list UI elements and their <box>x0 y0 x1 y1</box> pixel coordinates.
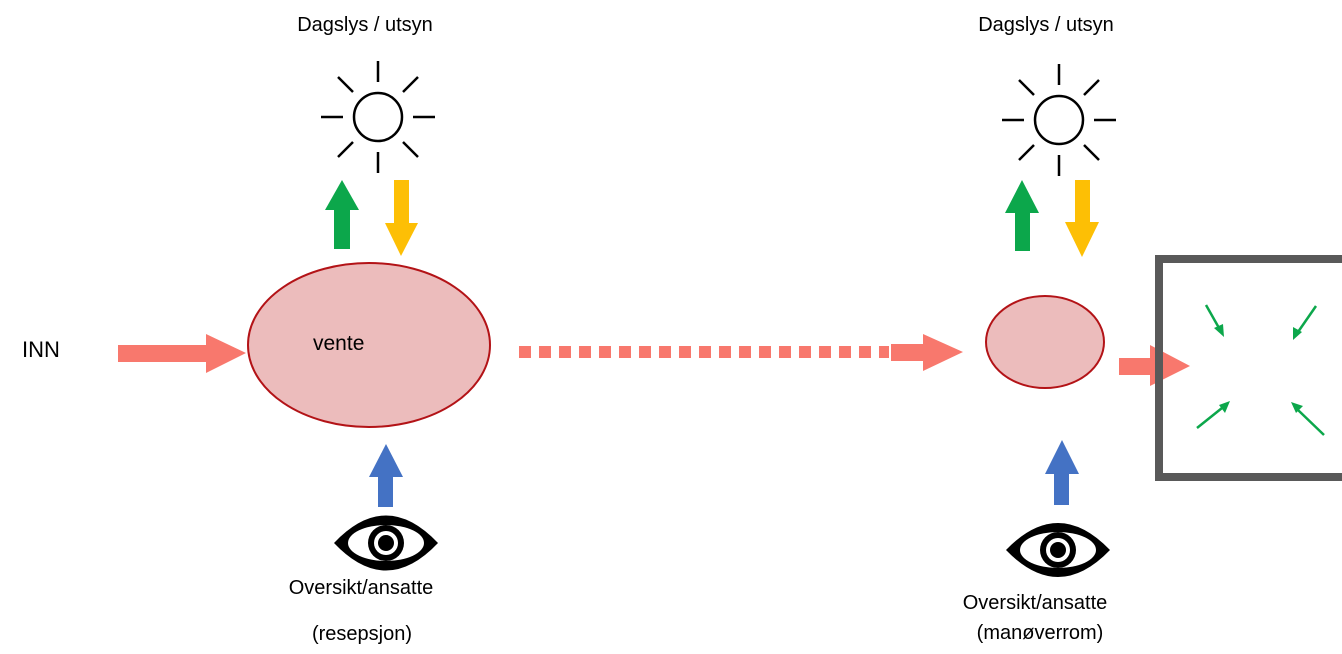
overview-sublabel-left: (resepsjon) <box>311 623 413 645</box>
waiting-area-ellipse <box>247 262 491 428</box>
green-up-arrow <box>325 180 359 249</box>
yellow-down-arrow <box>1065 180 1099 257</box>
daylight-label-right: Dagslys / utsyn <box>978 14 1114 36</box>
overview-label-right: Oversikt/ansatte <box>962 592 1108 614</box>
overview-sublabel-right: (manøverrom) <box>976 622 1104 644</box>
sun-icon <box>1002 64 1116 176</box>
dotted-flow-arrow <box>519 334 963 371</box>
daylight-label-left: Dagslys / utsyn <box>297 14 433 36</box>
room-box <box>1155 255 1342 481</box>
inn-label: INN <box>22 337 60 362</box>
eye-icon <box>334 515 438 571</box>
room-entry-arrow <box>1119 345 1190 386</box>
eye-icon <box>1006 523 1110 577</box>
green-up-arrow <box>1005 180 1039 251</box>
yellow-down-arrow <box>385 180 418 256</box>
room-inward-arrows <box>1196 304 1325 436</box>
waiting-label: vente <box>313 332 365 355</box>
sun-icon <box>321 61 435 173</box>
inn-arrow <box>118 334 246 373</box>
overview-label-left: Oversikt/ansatte <box>288 577 434 599</box>
small-area-ellipse <box>985 295 1105 389</box>
blue-up-arrow <box>1045 440 1079 505</box>
blue-up-arrow <box>369 444 403 507</box>
